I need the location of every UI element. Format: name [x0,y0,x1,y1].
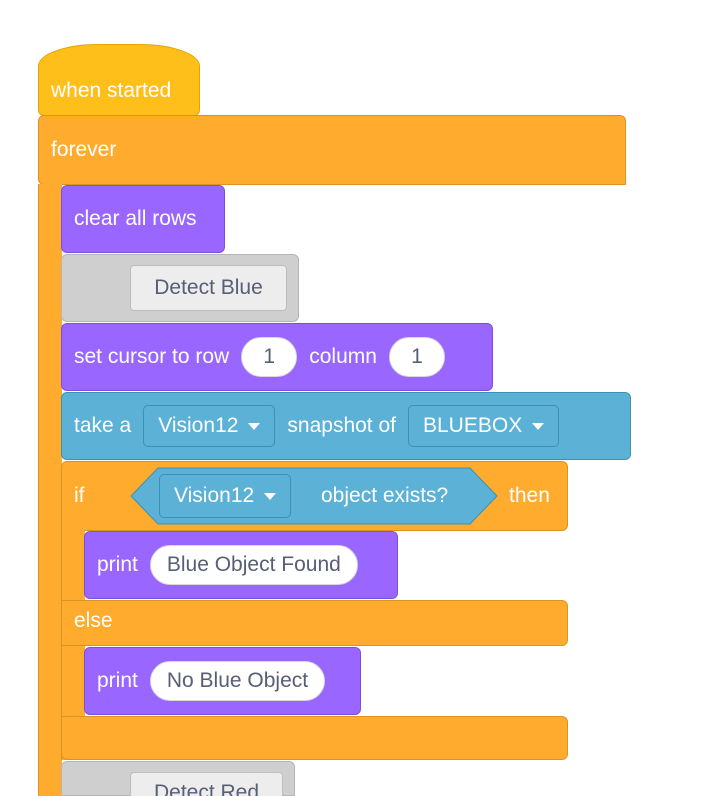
else-arm: else [61,600,568,646]
print-none-block[interactable]: print No Blue Object [84,647,361,715]
vision-sensor-value: Vision12 [158,414,239,437]
take-snapshot-block[interactable]: take a Vision12 snapshot of BLUEBOX [61,392,631,460]
clear-all-rows-label: clear all rows [74,207,197,230]
signature-value: BLUEBOX [423,414,523,437]
print-label: print [97,553,138,576]
condition-sensor-value: Vision12 [174,484,255,507]
when-started-label: when started [51,79,172,102]
comment-detect-blue[interactable]: Detect Blue [130,265,287,311]
print-found-block[interactable]: print Blue Object Found [84,531,398,599]
forever-block-side [38,184,62,796]
forever-label: forever [51,138,117,161]
row-input[interactable]: 1 [241,337,298,377]
snapshot-of-label: snapshot of [287,414,396,437]
if-else-bottom-arm [61,716,568,760]
condition-sensor-dropdown[interactable]: Vision12 [159,474,292,518]
clear-all-rows-block[interactable]: clear all rows [61,185,225,253]
message-input[interactable]: Blue Object Found [149,545,358,585]
else-label: else [74,609,113,632]
then-label: then [509,484,550,507]
object-exists-label: object exists? [321,484,449,507]
if-label: if [74,484,85,507]
print-label: print [97,669,138,692]
message-input[interactable]: No Blue Object [149,661,326,701]
column-label: column [309,345,377,368]
comment-detect-blue-text: Detect Blue [154,276,263,299]
set-cursor-label: set cursor to row [74,345,230,368]
caret-down-icon [248,422,261,430]
caret-down-icon [264,492,277,500]
signature-dropdown[interactable]: BLUEBOX [408,405,560,447]
when-started-block[interactable]: when started [38,44,200,116]
comment-detect-red[interactable]: Detect Red [130,772,283,796]
set-cursor-block[interactable]: set cursor to row 1 column 1 [61,323,493,391]
forever-block[interactable]: forever [38,115,626,185]
vision-sensor-dropdown[interactable]: Vision12 [143,405,276,447]
column-input[interactable]: 1 [388,337,445,377]
caret-down-icon [532,422,545,430]
comment-detect-red-text: Detect Red [153,781,260,796]
take-a-label: take a [74,414,132,437]
